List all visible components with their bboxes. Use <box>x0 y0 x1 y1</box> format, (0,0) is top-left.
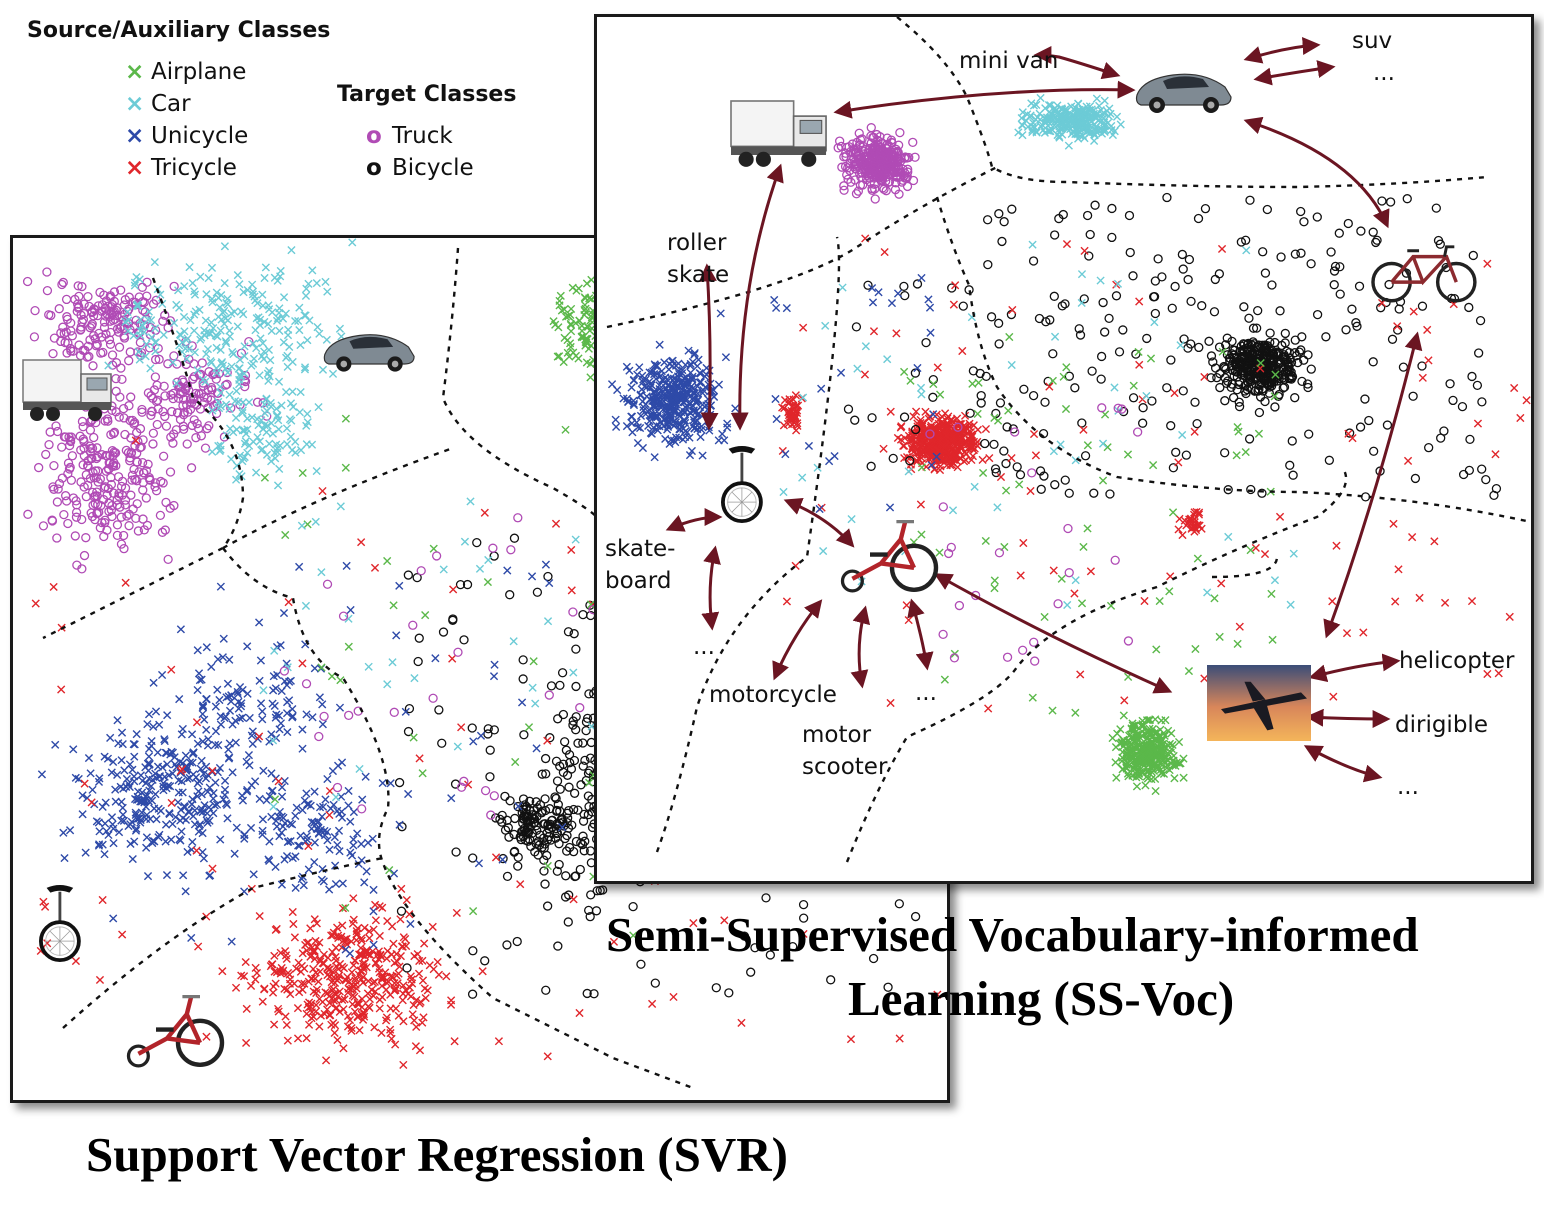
truck-marker-icon: o <box>366 123 382 149</box>
ssvoc-points <box>607 93 1531 796</box>
label-roller-skate-1: roller <box>667 230 727 256</box>
label-unicycle-more: ... <box>693 634 715 660</box>
svr-title: Support Vector Regression (SVR) <box>86 1127 788 1182</box>
bicycle-marker-icon: o <box>366 155 382 181</box>
ssvoc-vocabulary-arrows <box>665 36 1423 783</box>
unicycle-icon <box>39 885 81 963</box>
label-airplane-more: ... <box>1397 774 1419 800</box>
bicycle-icon <box>1371 245 1477 303</box>
label-dirigible: dirigible <box>1395 712 1488 738</box>
truck-icon <box>730 100 827 167</box>
car-icon <box>323 334 415 372</box>
label-suv-more: ... <box>1373 60 1395 86</box>
legend-item-car: ×Car <box>125 91 191 117</box>
label-suv: suv <box>1352 28 1393 54</box>
airplane-marker-icon: × <box>125 59 145 85</box>
truck-icon <box>22 359 112 421</box>
ssvoc-title-line2: Learning (SS-Voc) <box>848 971 1235 1026</box>
source-classes-title: Source/Auxiliary Classes <box>27 18 331 43</box>
label-helicopter: helicopter <box>1399 648 1515 674</box>
tricycle-marker-icon: × <box>125 155 145 181</box>
car-icon <box>1135 73 1232 113</box>
label-motor-scooter-2: scooter <box>802 754 888 780</box>
ssvoc-panel: mini van suv ... roller skate skate- boa… <box>594 14 1534 884</box>
svr-decision-boundaries <box>42 247 694 1090</box>
legend-item-tricycle: ×Tricycle <box>125 155 237 181</box>
legend-label-car: Car <box>151 91 191 117</box>
legend-label-bicycle: Bicycle <box>392 155 474 181</box>
svr-points <box>22 238 947 1070</box>
label-roller-skate-2: skate <box>667 262 730 288</box>
unicycle-icon <box>721 446 763 524</box>
unicycle-marker-icon: × <box>125 123 145 149</box>
tricycle-icon <box>126 994 225 1068</box>
ssvoc-embedding-plot <box>606 17 1531 863</box>
tricycle-icon <box>840 519 939 593</box>
label-motor-scooter-1: motor <box>802 722 872 748</box>
ssvoc-title-line1: Semi-Supervised Vocabulary-informed <box>606 907 1419 962</box>
legend-item-truck: o Truck <box>366 123 453 149</box>
svr-embedding-plot <box>22 238 947 1090</box>
target-classes-title: Target Classes <box>337 82 517 107</box>
label-mini-van: mini van <box>959 48 1059 74</box>
legend-item-unicycle: ×Unicycle <box>125 123 248 149</box>
legend-item-airplane: ×Airplane <box>125 59 246 85</box>
label-skateboard-1: skate- <box>605 536 676 562</box>
airplane-icon <box>1207 665 1311 741</box>
legend-label-truck: Truck <box>392 123 453 149</box>
legend-item-bicycle: o Bicycle <box>366 155 474 181</box>
label-tricycle-more: ... <box>915 680 937 706</box>
label-skateboard-2: board <box>605 568 672 594</box>
legend-label-tricycle: Tricycle <box>151 155 237 181</box>
car-marker-icon: × <box>125 91 145 117</box>
label-motorcycle: motorcycle <box>709 682 837 708</box>
legend-label-unicycle: Unicycle <box>151 123 249 149</box>
legend-label-airplane: Airplane <box>151 59 247 85</box>
